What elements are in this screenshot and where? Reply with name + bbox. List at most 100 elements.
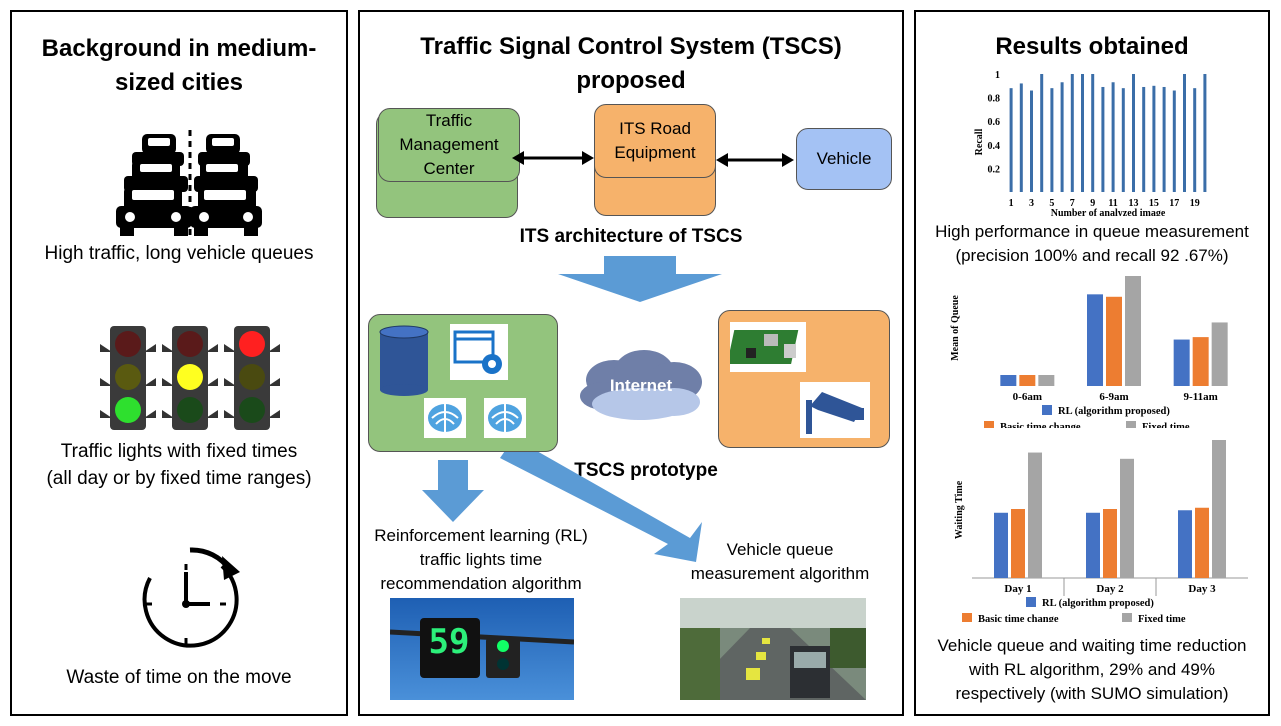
x-tick-label: Day 2 [1096, 583, 1124, 595]
app-settings-icon [450, 324, 508, 380]
recall-bar [1040, 74, 1044, 192]
series-bar [1120, 458, 1134, 578]
rl-algorithm-caption: Reinforcement learning (RL) traffic ligh… [360, 524, 602, 596]
x-tick-label: Day 3 [1188, 583, 1216, 595]
series-bar [1028, 452, 1042, 578]
series-bar [1192, 337, 1209, 386]
series-bar [1087, 294, 1103, 386]
vq-caption-line2: measurement algorithm [690, 564, 870, 583]
architecture-label: ITS architecture of TSCS [519, 226, 743, 247]
results-caption-line2: with RL algorithm, 29% and 49% [968, 660, 1215, 679]
series-bar [994, 512, 1008, 578]
legend-label: Basic time change [1000, 422, 1081, 428]
middle-title-line2: proposed [576, 67, 686, 94]
rl-caption-line1: Reinforcement learning (RL) [374, 526, 588, 545]
left-title: Background in medium- sized cities [12, 32, 346, 100]
series-bar [1106, 296, 1122, 386]
recall-bar [1111, 82, 1115, 192]
x-tick-label: 17 [1169, 198, 1179, 209]
its-line2: Equipment [614, 143, 696, 162]
x-tick-label: 7 [1070, 198, 1075, 209]
recall-bar [1101, 86, 1105, 192]
y-tick-label: 0.6 [988, 117, 1001, 128]
vq-algorithm-caption: Vehicle queue measurement algorithm [660, 538, 900, 586]
x-tick-label: Day 1 [1004, 583, 1031, 595]
traffic-jam-icon [116, 130, 262, 238]
legend-label: Basic time change [978, 614, 1059, 622]
tmc-line1: Traffic [425, 111, 473, 130]
series-bar [1173, 339, 1190, 386]
road-traffic-photo [680, 598, 866, 700]
prototype-label: TSCS prototype [574, 460, 718, 481]
signal-countdown: 59 [428, 622, 470, 662]
series-bar [1103, 509, 1117, 578]
y-tick-label: 0.2 [988, 164, 1001, 175]
vehicle-box: Vehicle [796, 128, 892, 190]
recall-caption-line2: (precision 100% and recall 92 .67%) [955, 246, 1229, 265]
caption-traffic-lights-line1: Traffic lights with fixed times [60, 441, 298, 462]
x-tick-label: 1 [1009, 198, 1014, 209]
tmc-box: Traffic Management Center [378, 108, 520, 182]
recall-bar [1142, 86, 1146, 192]
y-tick-label: 0.4 [988, 141, 1001, 152]
y-tick-label: 0.8 [988, 94, 1001, 105]
recall-bar [1050, 88, 1054, 192]
recall-bar [1172, 90, 1176, 192]
legend-swatch [1042, 405, 1052, 415]
internet-cloud-icon [580, 350, 702, 420]
recall-bar [1183, 74, 1186, 192]
x-tick-label: 11 [1108, 198, 1117, 209]
x-tick-label: 0-6am [1013, 391, 1042, 403]
recall-bar [1162, 86, 1166, 192]
x-tick-label: 9 [1090, 198, 1095, 209]
y-axis-label: Waiting Time [954, 480, 965, 539]
recall-bar [1009, 88, 1013, 192]
database-icon [379, 325, 429, 396]
legend-swatch [962, 613, 972, 622]
left-title-line1: Background in medium- [41, 35, 317, 62]
algorithm-arrows [422, 452, 702, 562]
legend-swatch [1126, 421, 1136, 428]
recall-bar [1091, 74, 1095, 192]
its-equipment-box: ITS Road Equipment [594, 104, 716, 178]
y-axis-label: Recall [974, 128, 985, 155]
series-bar [1195, 507, 1209, 578]
tmc-line3: Center [423, 159, 475, 178]
right-title: Results obtained [995, 33, 1189, 60]
camera-icon [800, 382, 870, 438]
results-caption: Vehicle queue and waiting time reduction… [916, 634, 1268, 706]
recall-bar [1203, 74, 1207, 192]
its-line1: ITS Road [619, 119, 691, 138]
results-caption-line1: Vehicle queue and waiting time reduction [937, 636, 1247, 655]
traffic-signal-photo [390, 598, 574, 700]
middle-title: Traffic Signal Control System (TSCS) pro… [360, 30, 902, 98]
series-bar [1178, 510, 1192, 578]
legend-label: RL (algorithm proposed) [1058, 406, 1170, 417]
x-tick-label: 15 [1149, 198, 1159, 209]
caption-waste-time: Waste of time on the move [66, 667, 292, 688]
x-tick-label: 9-11am [1184, 391, 1218, 403]
series-bar [1000, 375, 1017, 386]
tmc-line2: Management [399, 135, 499, 154]
clock-icon [142, 547, 240, 648]
y-axis-label: Mean of Queue [950, 295, 961, 361]
left-panel: Background in medium- sized cities [10, 10, 348, 716]
vq-caption-line1: Vehicle queue [726, 540, 834, 559]
legend-swatch [1026, 597, 1036, 607]
x-tick-label: 13 [1129, 198, 1139, 209]
left-title-line2: sized cities [114, 69, 244, 96]
middle-title-line1: Traffic Signal Control System (TSCS) [420, 33, 842, 60]
x-tick-label: 5 [1049, 198, 1054, 209]
vehicle-label: Vehicle [816, 149, 872, 168]
recall-bar [1132, 74, 1135, 192]
middle-panel: Traffic Signal Control System (TSCS) pro… [358, 10, 904, 716]
architecture-arrows [512, 151, 794, 302]
recall-bar [1019, 83, 1023, 192]
recall-bar [1152, 85, 1156, 192]
legend-label: RL (algorithm proposed) [1042, 598, 1154, 609]
recall-bar [1193, 88, 1197, 192]
recall-bar [1060, 82, 1064, 192]
caption-traffic-lights: Traffic lights with fixed times (all day… [12, 438, 346, 492]
